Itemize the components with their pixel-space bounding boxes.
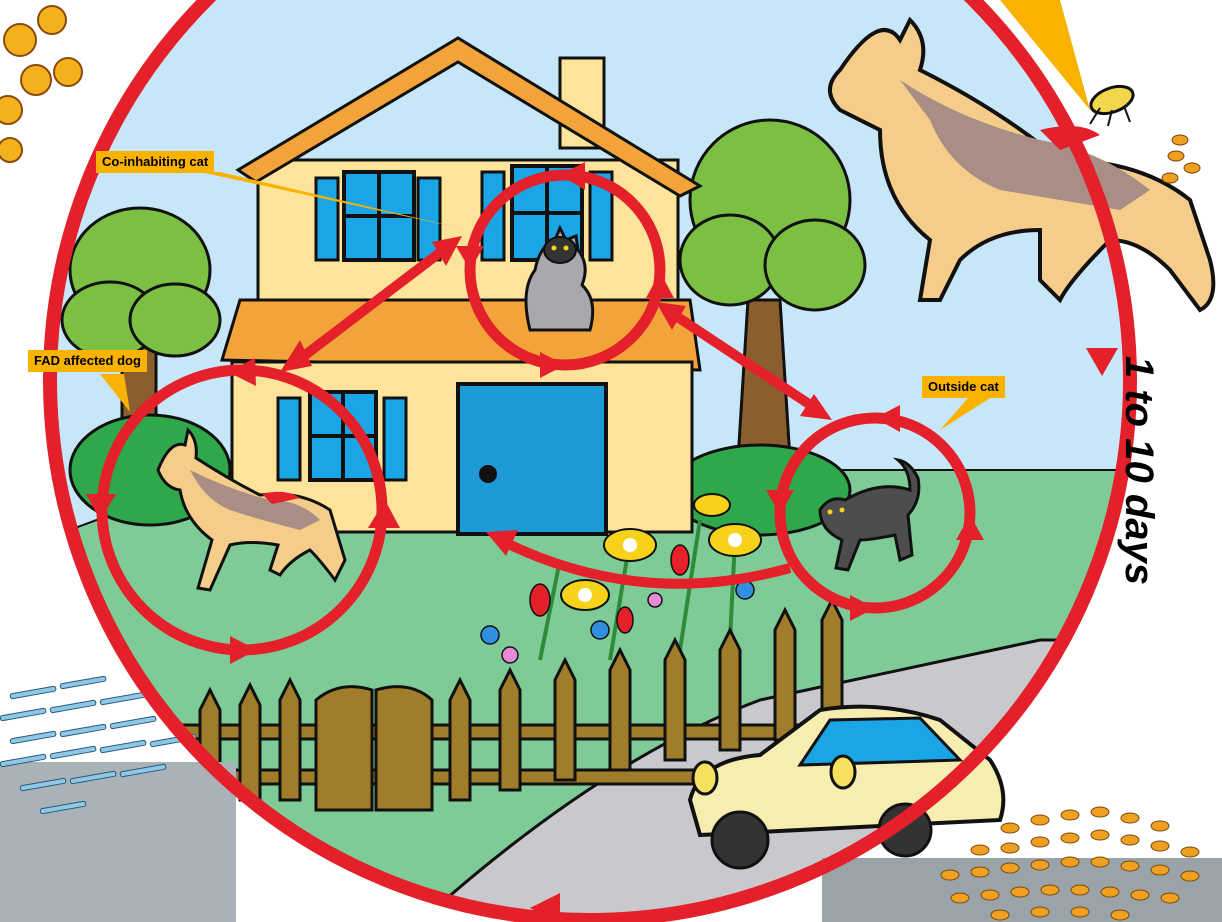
front-door — [458, 384, 606, 534]
flea-eggs — [1162, 135, 1200, 183]
cycle-duration-label: 1 to 10 days — [1119, 356, 1159, 536]
fad-dog-label: FAD affected dog — [28, 350, 147, 372]
window-upper-left — [316, 172, 440, 260]
car-wheel — [712, 812, 768, 868]
door-knob — [479, 465, 497, 483]
outside-cat-label: Outside cat — [922, 376, 1005, 398]
cohabiting-cat-label: Co-inhabiting cat — [96, 151, 214, 173]
flea — [1087, 81, 1137, 126]
pollen-burst — [0, 6, 82, 162]
